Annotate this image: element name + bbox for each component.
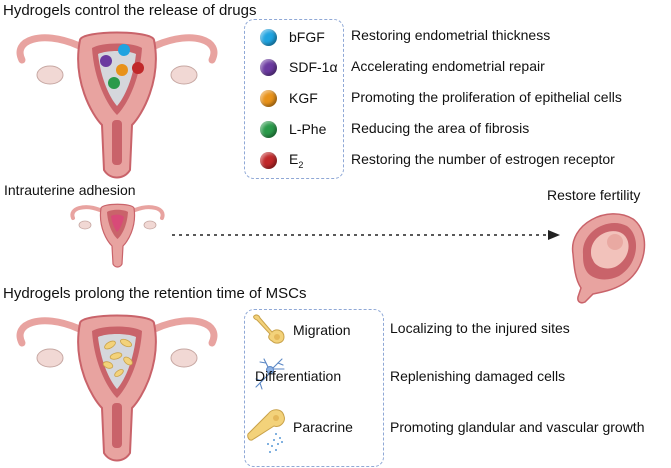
kgf-effect: Promoting the proliferation of epithelia… (351, 89, 622, 105)
migration-cell-icon (253, 314, 285, 344)
bfgf-dot (260, 28, 277, 46)
legend-item-kgf: KGF (245, 87, 318, 109)
section1-title: Hydrogels control the release of drugs (3, 2, 257, 19)
differentiation-label: Differentiation (255, 368, 342, 384)
sdf1a-effect: Accelerating endometrial repair (351, 58, 545, 74)
uterus-with-drugs-illustration (16, 31, 218, 179)
legend-label: bFGF (289, 29, 325, 45)
msc-legend-box (244, 309, 384, 467)
paracrine-effect: Promoting glandular and vascular growth (390, 419, 645, 435)
paracrine-label: Paracrine (293, 419, 353, 435)
paracrine-cell-icon (247, 409, 285, 453)
drug-particles (100, 44, 144, 89)
legend-item-bfgf: bFGF (245, 26, 325, 48)
sdf1a-dot (260, 58, 277, 76)
adhesion-uterus-illustration (70, 203, 165, 268)
fertility-label: Restore fertility (547, 187, 641, 203)
differentiation-effect: Replenishing damaged cells (390, 368, 566, 384)
kgf-dot (260, 89, 277, 107)
legend-label: KGF (289, 90, 318, 106)
left-ovary (36, 65, 64, 85)
adhesion-label: Intrauterine adhesion (4, 182, 136, 198)
differentiation-cell-icon (255, 358, 285, 390)
bfgf-effect: Restoring endometrial thickness (351, 27, 551, 43)
lphe-dot (260, 120, 277, 138)
legend-label: L-Phe (289, 121, 327, 137)
legend-item-e2: E2 (245, 149, 303, 171)
e2-dot (260, 151, 277, 169)
e2-effect: Restoring the number of estrogen recepto… (351, 151, 615, 167)
drug-legend-box: bFGF SDF-1α KGF L-Phe E2 (244, 19, 344, 179)
lphe-effect: Reducing the area of fibrosis (351, 120, 530, 136)
uterus-with-mscs-illustration (16, 314, 218, 462)
legend-item-sdf1a: SDF-1α (245, 56, 338, 78)
pregnant-uterus-illustration (571, 213, 646, 304)
legend-label: E2 (289, 150, 304, 170)
migration-effect: Localizing to the injured sites (390, 320, 570, 336)
legend-label: SDF-1α (289, 59, 338, 75)
migration-label: Migration (293, 322, 351, 338)
msc-cells (102, 338, 133, 377)
section2-title: Hydrogels prolong the retention time of … (3, 285, 307, 302)
uterus-shape (16, 31, 218, 179)
right-ovary (170, 65, 198, 85)
progress-arrow (172, 230, 560, 240)
legend-item-lphe: L-Phe (245, 118, 326, 140)
